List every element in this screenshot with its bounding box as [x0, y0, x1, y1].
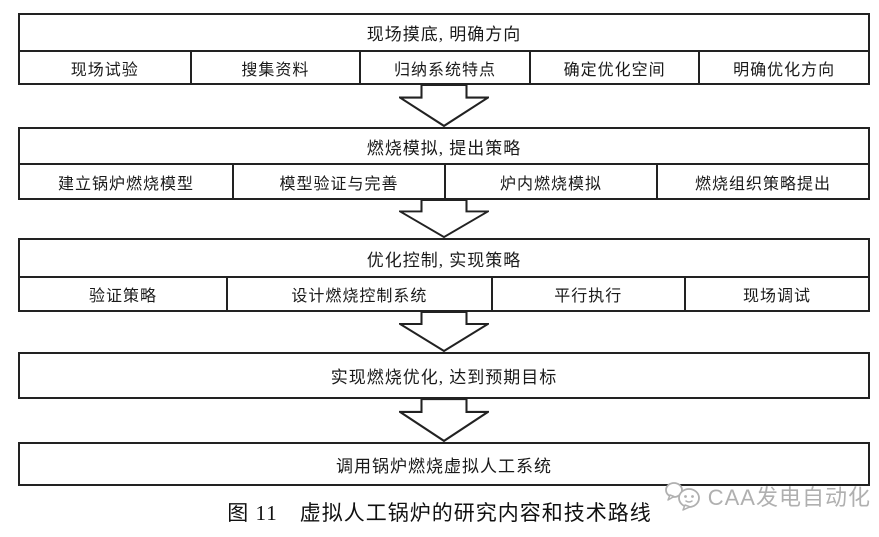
watermark-text: CAA发电自动化 [707, 485, 871, 510]
stage-cell: 建立锅炉燃烧模型 [57, 175, 194, 193]
down-arrow-icon [18, 200, 870, 238]
stage-cell: 平行执行 [490, 278, 684, 310]
stage-cell: 模型验证与完善 [232, 165, 444, 198]
stage-cell: 现场试验 [70, 61, 139, 79]
stage-cell: 燃烧组织策略提出 [656, 165, 868, 198]
stage-cell: 验证策略 [89, 288, 158, 305]
figure-caption: 图 11 虚拟人工锅炉的研究内容和技术路线 [227, 501, 652, 525]
stage-cells-row: 现场试验 搜集资料 归纳系统特点 确定优化空间 明确优化方向 [20, 50, 868, 83]
down-arrow-icon [18, 85, 870, 127]
result-box-optimization: 实现燃烧优化, 达到预期目标 [18, 352, 870, 399]
stage-cell: 现场调试 [683, 278, 868, 310]
down-arrow-icon [18, 312, 870, 352]
stage-section-control: 优化控制, 实现策略 验证策略 设计燃烧控制系统 平行执行 现场调试 [18, 238, 870, 312]
stage-header: 优化控制, 实现策略 [366, 250, 522, 270]
down-arrow-icon [18, 399, 870, 442]
stage-cells-row: 验证策略 设计燃烧控制系统 平行执行 现场调试 [20, 276, 868, 310]
stage-section-survey: 现场摸底, 明确方向 现场试验 搜集资料 归纳系统特点 确定优化空间 明确优化方… [18, 13, 870, 85]
stage-cells-row: 建立锅炉燃烧模型 模型验证与完善 炉内燃烧模拟 燃烧组织策略提出 [20, 163, 868, 198]
stage-header: 现场摸底, 明确方向 [366, 25, 522, 44]
stage-section-simulation: 燃烧模拟, 提出策略 建立锅炉燃烧模型 模型验证与完善 炉内燃烧模拟 燃烧组织策… [18, 127, 870, 200]
stage-cell: 设计燃烧控制系统 [226, 278, 491, 310]
stage-cell: 搜集资料 [189, 52, 360, 83]
watermark: CAA发电自动化 [663, 480, 871, 512]
flowchart-column: 现场摸底, 明确方向 现场试验 搜集资料 归纳系统特点 确定优化空间 明确优化方… [18, 13, 870, 486]
stage-cell: 归纳系统特点 [359, 52, 529, 83]
chat-bubbles-logo-icon [663, 481, 703, 511]
stage-cell: 炉内燃烧模拟 [444, 165, 656, 198]
stage-cell: 确定优化空间 [528, 52, 699, 83]
stage-header: 燃烧模拟, 提出策略 [366, 138, 522, 158]
stage-cell: 明确优化方向 [698, 52, 868, 83]
result-box-virtual-system: 调用锅炉燃烧虚拟人工系统 [18, 442, 870, 486]
